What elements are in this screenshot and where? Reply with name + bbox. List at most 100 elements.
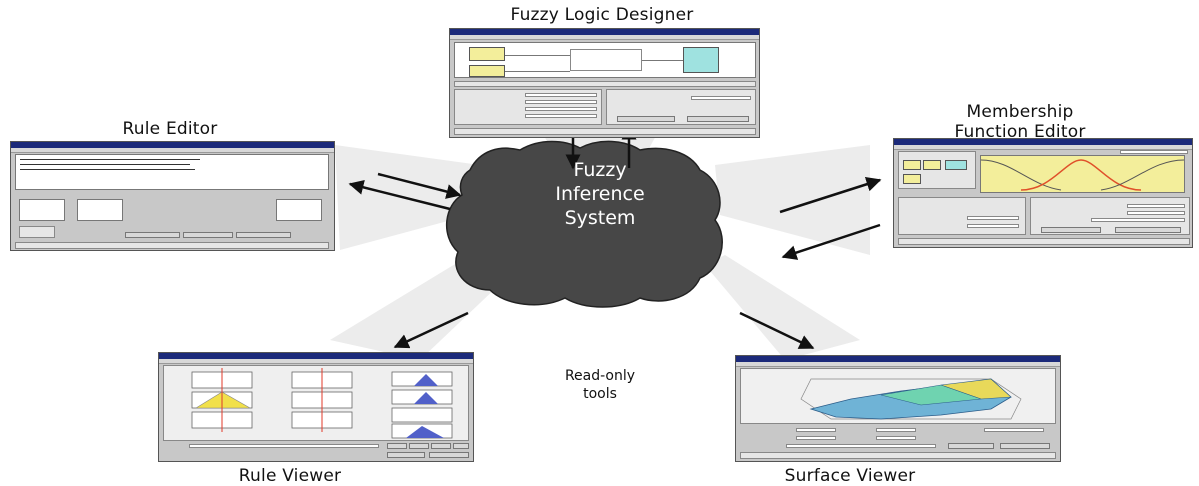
help-button	[387, 452, 425, 458]
arrow-rule-viewer	[393, 311, 469, 349]
mf-curves	[981, 159, 1184, 191]
connection-box	[19, 226, 55, 238]
current-variable-panel	[898, 197, 1026, 235]
rule-editor-label: Rule Editor	[122, 119, 218, 139]
close-button	[1115, 227, 1181, 233]
rule-editor-window	[10, 141, 335, 251]
window-titlebar	[894, 139, 1192, 145]
window-titlebar	[450, 29, 759, 35]
input-block-1	[469, 47, 505, 61]
close-button	[429, 452, 469, 458]
rule-line	[20, 164, 190, 165]
rule-plots	[191, 368, 453, 439]
mf-plot	[980, 155, 1185, 193]
arrow-surface-viewer	[739, 311, 815, 350]
variable-field	[691, 96, 751, 100]
fis-line-3: System	[564, 207, 636, 229]
mf-editor-window	[893, 138, 1193, 248]
help-button	[617, 116, 675, 122]
surface-mid	[880, 384, 982, 406]
fis-editor-window	[449, 28, 760, 138]
down-button	[431, 443, 451, 449]
fis-methods-panel	[454, 89, 602, 125]
output-mf-2	[414, 392, 438, 404]
close-button	[687, 116, 749, 122]
mf-type-field	[1127, 211, 1185, 215]
arrow-mf-editor-out	[779, 176, 882, 214]
status-bar	[898, 238, 1190, 245]
connector	[642, 60, 683, 61]
current-mf-panel	[1030, 197, 1190, 235]
connector	[505, 55, 570, 56]
surface-plot-area	[740, 368, 1056, 424]
rule-viewer-window	[158, 352, 474, 462]
method-field	[525, 100, 597, 104]
left-button	[387, 443, 407, 449]
display-range-field	[967, 224, 1019, 228]
window-titlebar	[159, 353, 473, 359]
input-mf-block	[903, 160, 921, 170]
fis-center-label: Fuzzy Inference System	[520, 158, 680, 230]
arrow-rule-editor-out	[348, 179, 451, 211]
input-mf-block	[923, 160, 941, 170]
mf-curve-center	[1020, 159, 1142, 191]
y-grids-field	[876, 436, 916, 440]
status-bar	[15, 242, 329, 249]
method-field	[525, 107, 597, 111]
mf-curve-right	[1100, 159, 1184, 191]
rule-list	[15, 154, 329, 190]
window-menubar	[450, 35, 759, 40]
surface-viewer-window	[735, 355, 1061, 462]
antecedent-list	[77, 199, 123, 221]
mf-curve-left	[981, 159, 1062, 191]
fis-editor-label: Fuzzy Logic Designer	[510, 5, 694, 25]
spoke-right	[715, 145, 870, 255]
fis-variable-panel	[606, 89, 756, 125]
fis-variables-panel	[898, 151, 976, 189]
rule-viewer-label: Rule Viewer	[238, 466, 342, 486]
fis-diagram-area	[454, 42, 756, 78]
input-mf-block	[903, 174, 921, 184]
delete-rule-button	[125, 232, 180, 238]
change-rule-button	[236, 232, 291, 238]
rule-block	[570, 49, 642, 71]
help-button	[948, 443, 994, 449]
x-input-field	[796, 428, 836, 432]
output-mf-block	[945, 160, 967, 170]
mf-editor-label: Membership Function Editor	[920, 102, 1120, 142]
status-bar	[740, 452, 1056, 459]
fired-region	[194, 391, 252, 409]
up-button	[453, 443, 469, 449]
spoke-bottom-right	[705, 255, 860, 360]
fis-info-bar	[454, 81, 756, 87]
rule-line	[20, 159, 200, 160]
status-bar	[454, 128, 756, 135]
close-button	[1000, 443, 1050, 449]
right-button	[409, 443, 429, 449]
window-menubar	[159, 359, 473, 364]
range-field	[967, 216, 1019, 220]
surface-viewer-label: Surface Viewer	[784, 466, 916, 486]
arrows	[348, 124, 882, 350]
connector	[505, 71, 570, 72]
window-menubar	[11, 148, 334, 153]
output-block	[683, 47, 719, 73]
input-block-2	[469, 65, 505, 77]
fis-line-2: Inference	[555, 183, 645, 205]
window-menubar	[894, 145, 1192, 150]
read-only-line1: Read-only	[564, 368, 636, 384]
window-menubar	[736, 362, 1060, 367]
fis-line-1: Fuzzy	[573, 159, 627, 181]
help-button	[1041, 227, 1101, 233]
y-input-field	[876, 428, 916, 432]
surface-plot	[800, 378, 1022, 420]
add-rule-button	[183, 232, 233, 238]
arrow-rule-editor-in	[377, 172, 462, 199]
plot-points-field	[1120, 150, 1188, 154]
window-titlebar	[11, 142, 334, 148]
mf-params-field	[1091, 218, 1185, 222]
ref-input-field	[786, 444, 936, 448]
x-grids-field	[796, 436, 836, 440]
